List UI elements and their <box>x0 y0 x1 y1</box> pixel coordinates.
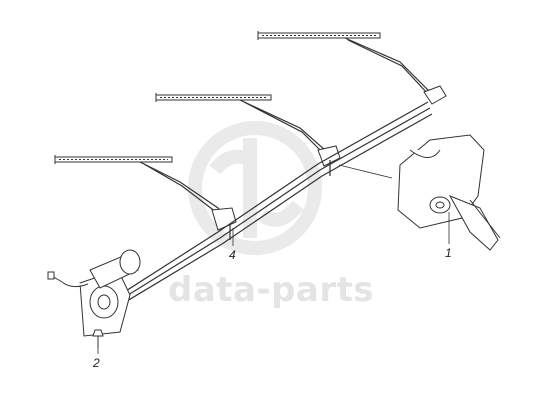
callout-part-2: 2 <box>93 356 100 370</box>
wiper-arms <box>139 37 439 217</box>
leader-lines <box>97 164 450 354</box>
wiper-blade-top <box>257 31 381 40</box>
callout-part-1: 1 <box>445 246 452 260</box>
wiper-blade-bottom <box>54 155 173 164</box>
right-motor-bracket <box>397 134 501 251</box>
wiper-blade-middle <box>155 93 272 102</box>
watermark-text: data-parts <box>168 270 375 310</box>
watermark-logo <box>188 121 322 255</box>
drive-linkage <box>117 101 433 305</box>
callout-part-4: 4 <box>229 248 236 262</box>
arm-pivots <box>211 85 447 231</box>
wiper-motor <box>47 249 141 337</box>
